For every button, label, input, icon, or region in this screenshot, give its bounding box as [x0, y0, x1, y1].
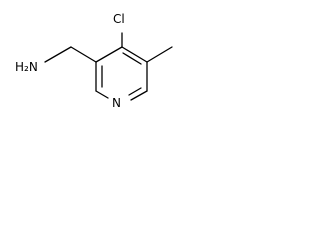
- bond-n1-c2: [95, 90, 109, 99]
- bond-c2-ch2: [70, 46, 97, 63]
- bond-c2-c3: [95, 46, 123, 63]
- double-bond-c5-c6-inner: [128, 87, 142, 96]
- bond-c5-c6: [130, 90, 148, 101]
- bond-c3-c4: [121, 46, 148, 63]
- chemical-structure-diagram: Cl N H₂N: [15, 12, 173, 110]
- amine-group-label: H₂N: [15, 60, 38, 74]
- bond-c5-methyl: [146, 46, 173, 63]
- chlorine-atom-label: Cl: [113, 12, 125, 26]
- ring-nitrogen-label: N: [112, 96, 121, 110]
- bond-ch2-nh2: [44, 46, 72, 63]
- double-bond-c3-c4-inner: [122, 52, 142, 65]
